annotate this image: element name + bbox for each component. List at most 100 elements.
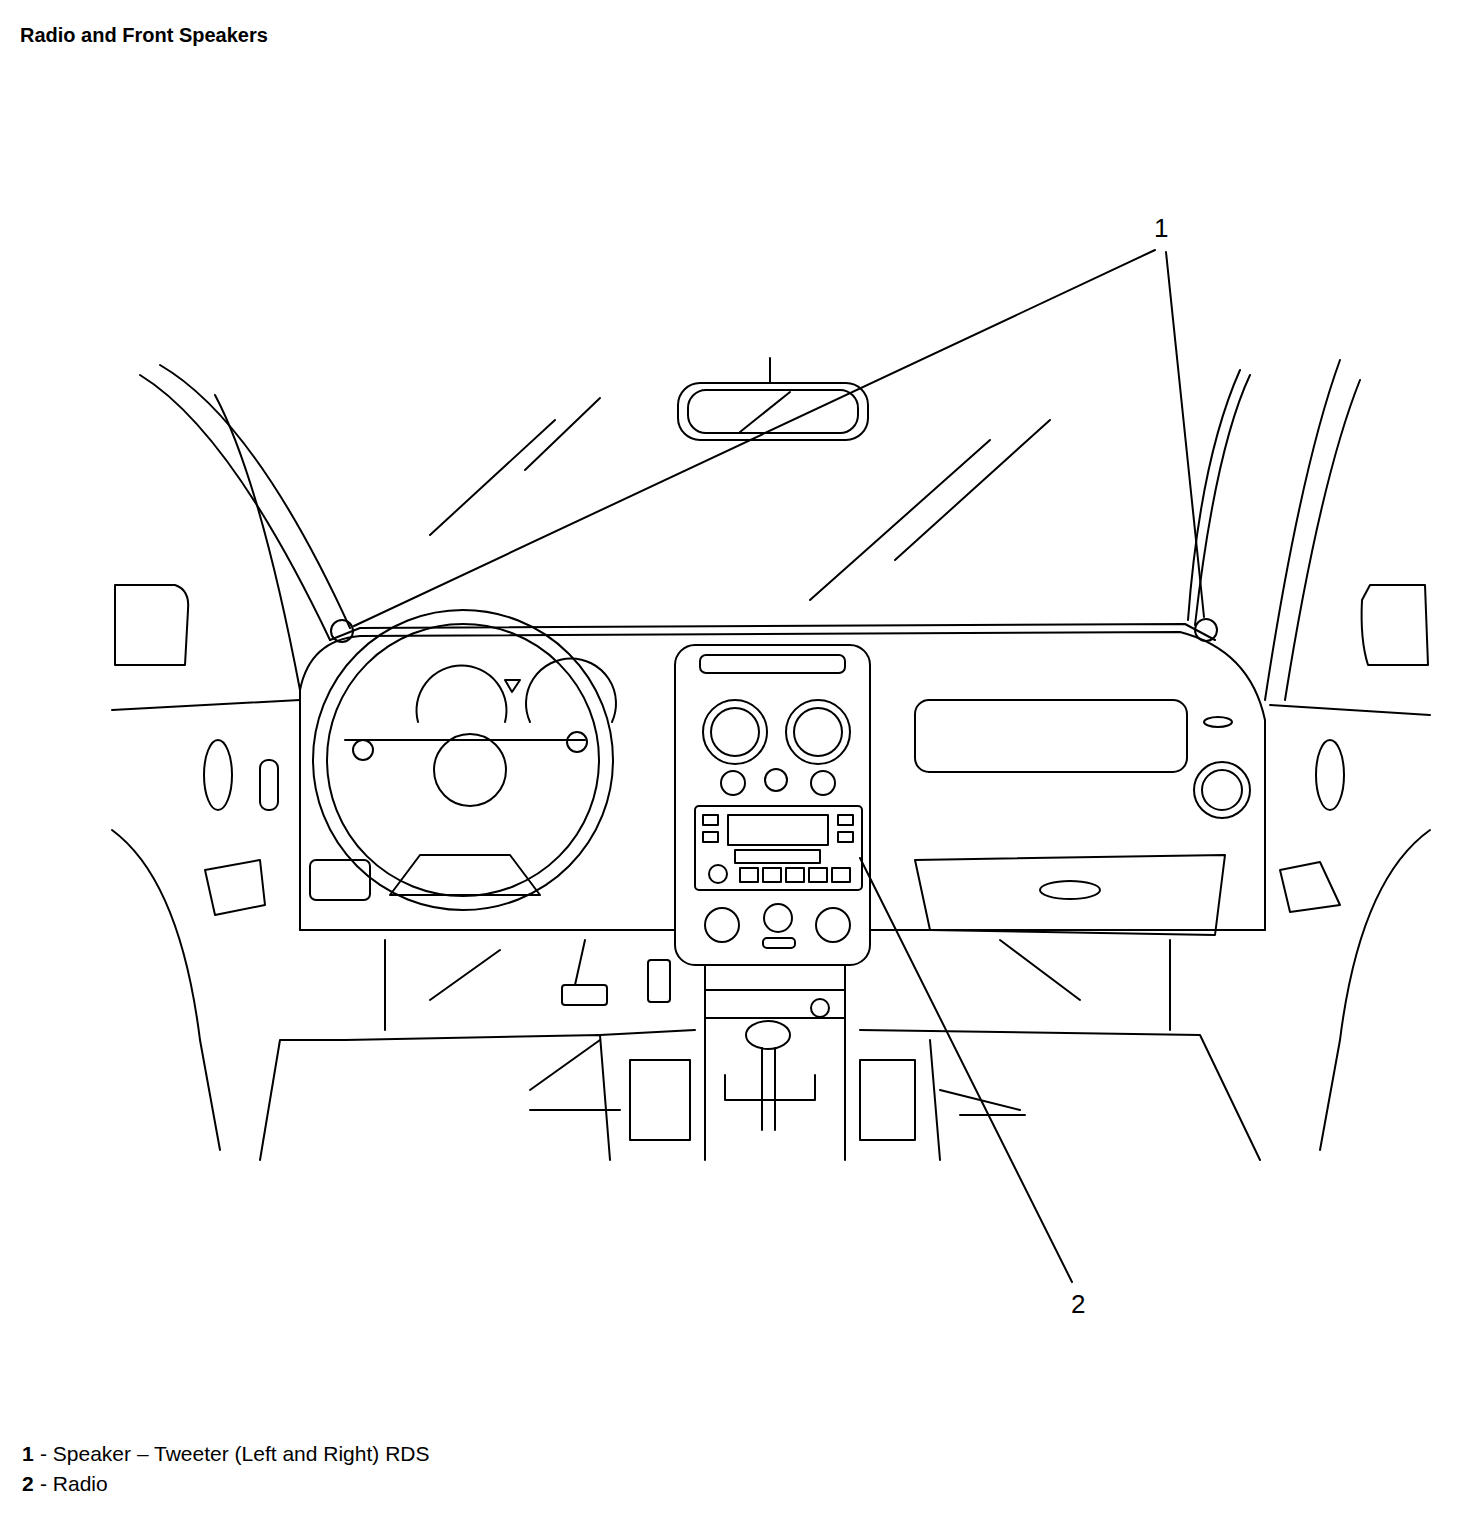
pedal bbox=[562, 985, 607, 1005]
steering-wheel bbox=[313, 610, 613, 910]
hvac-knob bbox=[764, 904, 792, 932]
glass-line bbox=[740, 392, 790, 432]
shift-gate bbox=[725, 1075, 815, 1100]
preset bbox=[786, 868, 804, 882]
preset bbox=[809, 868, 827, 882]
vent bbox=[1202, 770, 1242, 810]
door-speaker bbox=[1316, 740, 1344, 810]
knob bbox=[765, 769, 787, 791]
door-handle bbox=[1280, 862, 1340, 912]
console bbox=[705, 965, 845, 1160]
right-pillar-trim bbox=[1285, 380, 1360, 700]
gauge bbox=[526, 658, 616, 722]
vent bbox=[711, 708, 759, 756]
wheel-spoke bbox=[390, 855, 540, 895]
side-mirror-right bbox=[1362, 585, 1428, 665]
radio-knob bbox=[709, 865, 727, 883]
radio-button bbox=[838, 815, 853, 825]
floor bbox=[385, 940, 500, 1030]
radio bbox=[695, 806, 862, 890]
shift-knob bbox=[746, 1021, 790, 1049]
key-number: 1 bbox=[22, 1442, 34, 1466]
key-text: - Speaker – Tweeter (Left and Right) RDS bbox=[40, 1442, 429, 1466]
shift-lever bbox=[762, 1048, 775, 1130]
tweeter-left bbox=[331, 620, 353, 642]
door-panel bbox=[112, 830, 220, 1150]
hvac-knob bbox=[816, 908, 850, 942]
seat-rail bbox=[860, 1060, 915, 1140]
vent bbox=[794, 708, 842, 756]
vent bbox=[1194, 762, 1250, 818]
seat-line bbox=[530, 1040, 620, 1110]
preset bbox=[763, 868, 781, 882]
door-handle bbox=[205, 860, 265, 915]
lower-panel bbox=[310, 860, 370, 900]
glass-line bbox=[430, 420, 555, 535]
glass-line bbox=[525, 398, 600, 470]
knob bbox=[721, 771, 745, 795]
mirror-stem bbox=[769, 358, 771, 383]
pedal-arm bbox=[575, 940, 585, 985]
sensor bbox=[1204, 717, 1232, 727]
seat-right bbox=[860, 1030, 1260, 1160]
callout-number: 2 bbox=[1071, 1290, 1085, 1320]
wheel-hub bbox=[434, 734, 506, 806]
key-text: - Radio bbox=[40, 1472, 108, 1496]
door-line bbox=[112, 700, 300, 710]
wheel-spoke bbox=[345, 739, 585, 741]
radio-display bbox=[728, 815, 828, 845]
door-panel bbox=[1320, 830, 1430, 1150]
rear-mirror-glass bbox=[688, 390, 858, 433]
hazard-slot bbox=[700, 655, 845, 673]
dash-outline bbox=[300, 632, 1265, 930]
right-pillar-trim bbox=[1265, 360, 1340, 700]
seat-rail bbox=[630, 1060, 690, 1140]
power-outlet bbox=[811, 999, 829, 1017]
radio-button bbox=[703, 815, 718, 825]
wheel-button bbox=[567, 732, 587, 752]
leader-line bbox=[1166, 252, 1204, 617]
left-pillar bbox=[140, 375, 330, 640]
glove-compartment bbox=[915, 855, 1225, 935]
diagram-title: Radio and Front Speakers bbox=[20, 24, 268, 47]
cassette-slot bbox=[735, 850, 820, 863]
door-line bbox=[1270, 705, 1430, 715]
key-number: 2 bbox=[22, 1472, 34, 1496]
hvac-button bbox=[763, 938, 795, 948]
seat-left bbox=[600, 1030, 695, 1035]
dash-outline bbox=[299, 690, 301, 930]
steering-wheel-inner bbox=[327, 624, 599, 896]
gauge bbox=[417, 665, 507, 722]
radio-button bbox=[838, 832, 853, 842]
glove-handle bbox=[1040, 881, 1100, 899]
vent bbox=[786, 700, 850, 764]
radio-button bbox=[703, 832, 718, 842]
glove-box bbox=[915, 700, 1187, 772]
knob bbox=[811, 771, 835, 795]
leader-line bbox=[860, 858, 1072, 1282]
vent bbox=[703, 700, 767, 764]
glass-line bbox=[895, 420, 1050, 560]
dash-bottom bbox=[300, 929, 1265, 931]
indicator bbox=[505, 680, 520, 692]
left-pillar-trim bbox=[215, 395, 300, 690]
tweeter-right bbox=[1195, 619, 1217, 641]
wheel-button bbox=[353, 740, 373, 760]
console-tray bbox=[705, 990, 845, 1018]
hvac-knob bbox=[705, 908, 739, 942]
glass-line bbox=[810, 440, 990, 600]
side-mirror-left bbox=[115, 585, 188, 665]
door-speaker bbox=[204, 740, 232, 810]
pedal bbox=[648, 960, 670, 1002]
switch bbox=[260, 760, 278, 810]
preset bbox=[832, 868, 850, 882]
right-pillar-inner bbox=[1188, 370, 1240, 620]
leader-line bbox=[354, 250, 1155, 626]
seat-left bbox=[260, 1035, 610, 1160]
rear-mirror bbox=[678, 383, 868, 440]
floor bbox=[1000, 940, 1170, 1030]
callout-number: 1 bbox=[1154, 214, 1168, 244]
preset bbox=[740, 868, 758, 882]
center-stack bbox=[675, 645, 870, 965]
